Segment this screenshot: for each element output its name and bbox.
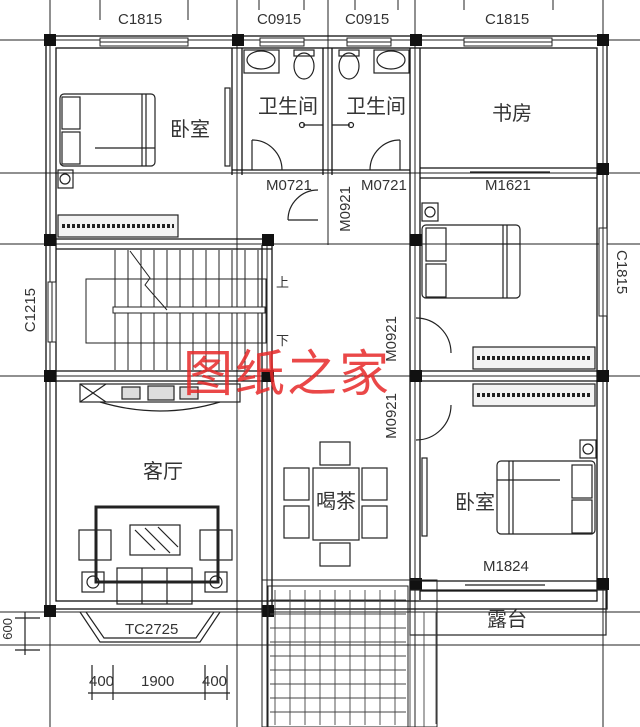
room-label-bedroom-nw: 卧室 — [170, 117, 210, 141]
door-code-corridor: M0921 — [337, 186, 354, 232]
window-code-bay: TC2725 — [125, 621, 179, 638]
dimension-bay-center: 1900 — [141, 673, 175, 690]
watermark-text: 图纸之家 — [183, 345, 391, 403]
room-label-bathroom-2: 卫生间 — [346, 94, 406, 118]
door-code-balcony: M1824 — [483, 558, 529, 575]
room-label-terrace: 露台 — [487, 607, 527, 631]
window-code-bath2: C0915 — [345, 11, 390, 28]
window-code-left-stair: C1215 — [22, 288, 39, 333]
door-code-bath1: M0721 — [266, 177, 312, 194]
stair-down-label: 下 — [276, 334, 290, 349]
dimension-bay-right: 400 — [202, 673, 228, 690]
window-code-top-left: C1815 — [118, 11, 163, 28]
window-code-right-bedroom: C1815 — [613, 250, 630, 295]
room-label-bedroom-se: 卧室 — [455, 490, 495, 514]
dimension-bay-depth: 600 — [0, 618, 15, 640]
stair-up-label: 上 — [276, 276, 290, 291]
room-label-study: 书房 — [492, 101, 532, 125]
window-code-bath1: C0915 — [257, 11, 302, 28]
room-label-bathroom-1: 卫生间 — [258, 94, 318, 118]
dimension-bay-left: 400 — [89, 673, 115, 690]
door-code-study: M1621 — [485, 177, 531, 194]
door-code-bath2: M0721 — [361, 177, 407, 194]
room-label-living-room: 客厅 — [143, 459, 183, 483]
room-label-tea-area: 喝茶 — [316, 489, 356, 513]
window-code-top-right: C1815 — [485, 11, 530, 28]
